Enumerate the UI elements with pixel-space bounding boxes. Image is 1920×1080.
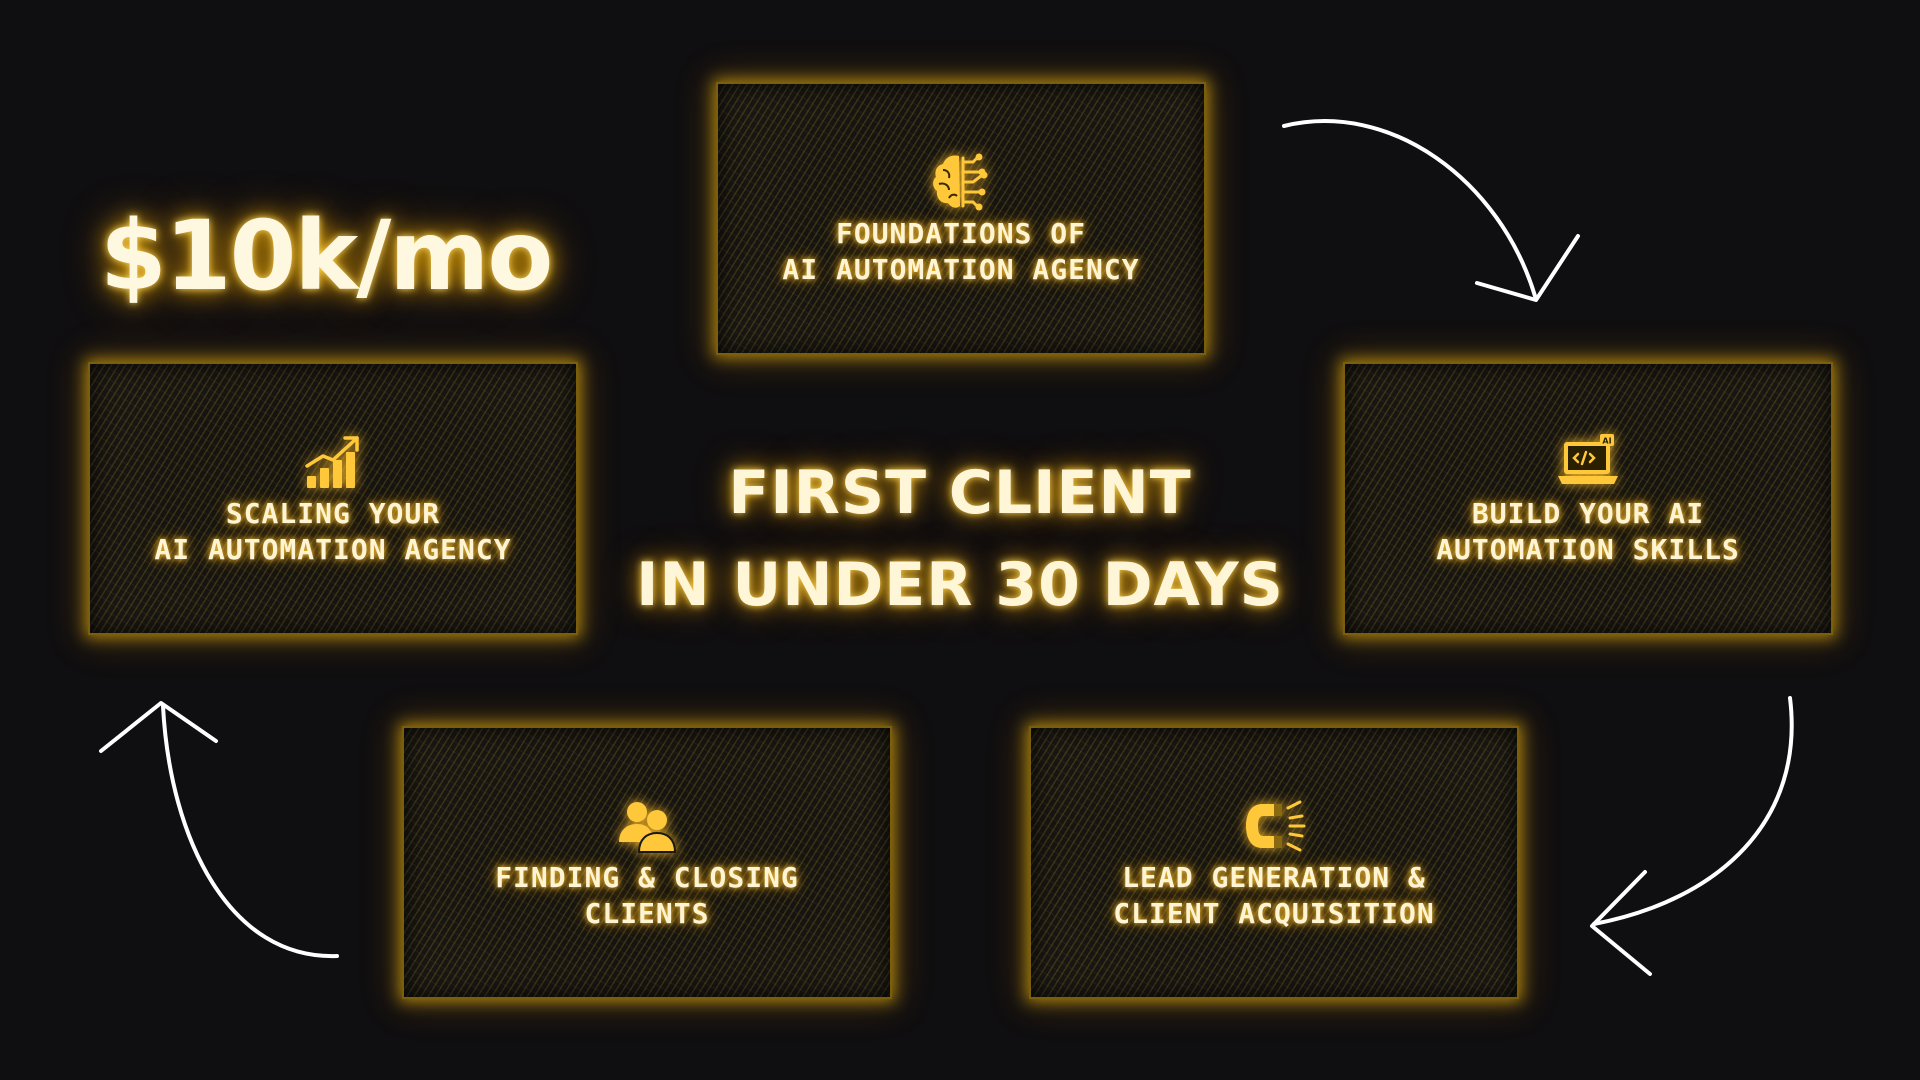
card-closing-line2: CLIENTS <box>584 896 710 930</box>
card-closing-line1: FINDING & CLOSING <box>495 860 799 894</box>
brain-circuit-icon <box>933 153 988 210</box>
card-skills: AI BUILD YOUR AI AUTOMATION SKILLS <box>1343 362 1833 635</box>
growth-chart-icon <box>305 435 359 488</box>
card-leadgen-line1: LEAD GENERATION & <box>1122 860 1426 894</box>
center-headline-line1: FIRST CLIENT <box>728 458 1192 528</box>
arrow-to-leadgen-head <box>1590 870 1652 976</box>
card-foundations: FOUNDATIONS OF AI AUTOMATION AGENCY <box>716 82 1206 355</box>
arrow-to-skills <box>1282 119 1537 298</box>
card-scaling-line1: SCALING YOUR <box>225 496 441 530</box>
laptop-code-icon: AI <box>1558 433 1618 484</box>
arrow-to-scaling <box>161 704 339 959</box>
card-leadgen-line2: CLIENT ACQUISITION <box>1113 896 1435 930</box>
card-scaling-line2: AI AUTOMATION AGENCY <box>154 532 512 566</box>
arrow-to-scaling-head <box>99 701 218 753</box>
income-goal-label: $10k/mo <box>100 200 553 312</box>
center-headline-line2: IN UNDER 30 DAYS <box>636 550 1284 620</box>
card-closing: FINDING & CLOSING CLIENTS <box>402 726 892 999</box>
users-icon <box>619 801 677 853</box>
magnet-icon <box>1246 800 1306 851</box>
arrow-to-skills-head <box>1475 234 1580 302</box>
card-scaling: SCALING YOUR AI AUTOMATION AGENCY <box>88 362 578 635</box>
arrow-to-leadgen <box>1592 696 1794 926</box>
svg-text:AI: AI <box>1602 436 1611 445</box>
card-foundations-line2: AI AUTOMATION AGENCY <box>782 252 1140 286</box>
card-skills-line2: AUTOMATION SKILLS <box>1436 532 1740 566</box>
card-foundations-line1: FOUNDATIONS OF <box>835 216 1086 250</box>
card-leadgen: LEAD GENERATION & CLIENT ACQUISITION <box>1029 726 1519 999</box>
card-skills-line1: BUILD YOUR AI <box>1471 496 1705 530</box>
